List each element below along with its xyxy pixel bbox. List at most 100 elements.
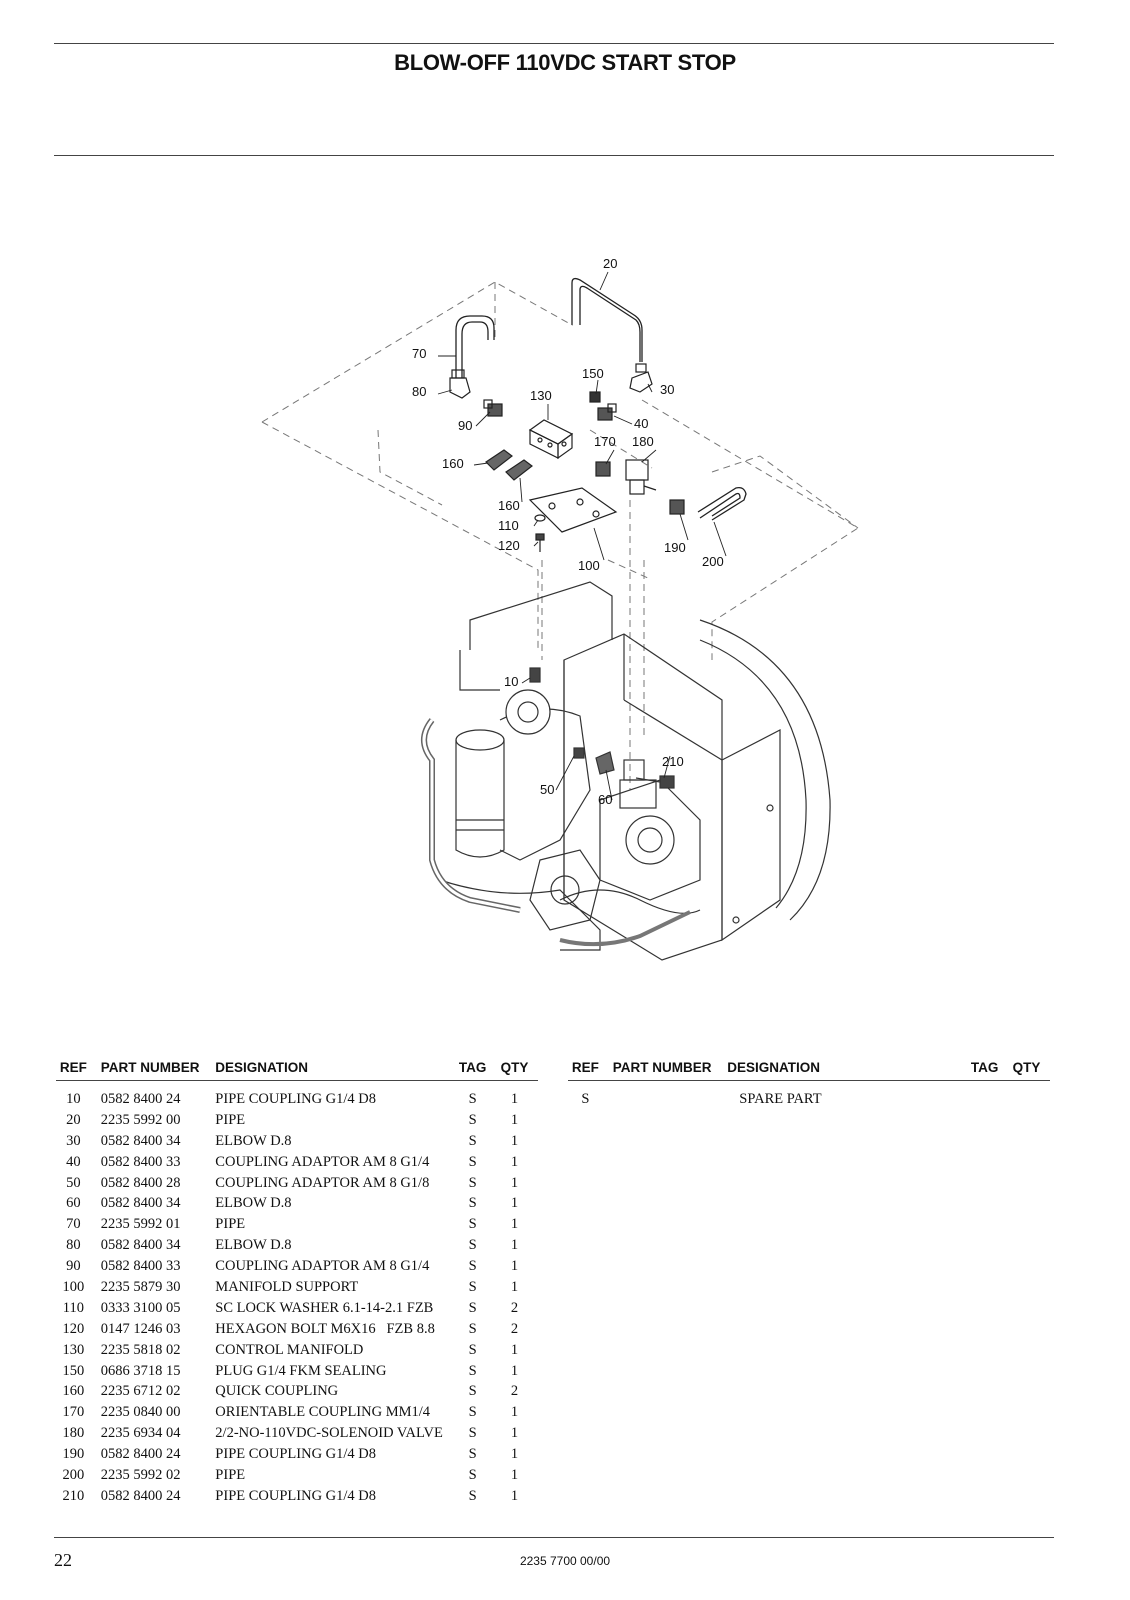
parts-table-header-row: REF PART NUMBER DESIGNATION TAG QTY [56, 1060, 538, 1081]
cell-tag: S [468, 1299, 477, 1316]
cell-qty: 1 [510, 1174, 519, 1191]
cell-designation: ELBOW D.8 [215, 1132, 292, 1149]
quick-coupling-160-drawing [485, 449, 533, 481]
cell-part-number: 0582 8400 28 [100, 1174, 181, 1191]
cell-part-number: 0582 8400 33 [100, 1258, 181, 1275]
parts-table-right: REF PART NUMBER DESIGNATION TAG QTY S SP… [568, 1060, 1050, 1110]
cell-part-number: 0582 8400 34 [100, 1195, 181, 1212]
cell-qty: 1 [510, 1153, 519, 1170]
cell-designation: HEXAGON BOLT M6X16 FZB 8.8 [215, 1320, 435, 1337]
col-header-ref: REF [568, 1060, 603, 1081]
cell-tag: S [468, 1320, 477, 1337]
callout-label: 10 [504, 674, 518, 689]
cell-designation: CONTROL MANIFOLD [215, 1341, 364, 1358]
cell-part-number: 0582 8400 24 [100, 1090, 181, 1107]
cell-ref: 60 [66, 1195, 81, 1212]
callout-label: 50 [540, 782, 554, 797]
cell-designation: PIPE COUPLING G1/4 D8 [215, 1487, 377, 1504]
cell-designation: COUPLING ADAPTOR AM 8 G1/4 [215, 1258, 430, 1275]
dashed-assembly-outline [261, 281, 859, 790]
cell-designation: PLUG G1/4 FKM SEALING [215, 1362, 387, 1379]
cell-designation: PIPE COUPLING G1/4 D8 [215, 1446, 377, 1463]
cell-ref: 10 [66, 1090, 81, 1107]
cell-qty: 2 [510, 1320, 519, 1337]
pipe-coupling-190-drawing [669, 499, 685, 515]
control-manifold-130-drawing [528, 419, 574, 460]
table-row: 70 2235 5992 01 PIPE S 1 [56, 1214, 538, 1235]
pipe-20-drawing [571, 277, 643, 362]
cell-part-number: 2235 5992 01 [100, 1216, 181, 1233]
cell-tag: S [468, 1195, 477, 1212]
cell-ref: 120 [62, 1320, 85, 1337]
page-title: BLOW-OFF 110VDC START STOP [394, 50, 736, 75]
cell-tag: S [468, 1111, 477, 1128]
cell-tag: S [468, 1216, 477, 1233]
cell-designation: SC LOCK WASHER 6.1-14-2.1 FZB [215, 1299, 434, 1316]
top-rule [54, 43, 1054, 44]
cell-ref: 90 [66, 1258, 81, 1275]
cell-designation: PIPE [215, 1111, 246, 1128]
cell-part-number: 0686 3718 15 [100, 1362, 181, 1379]
col-header-designation: DESIGNATION [215, 1060, 455, 1081]
cell-ref: 70 [66, 1216, 81, 1233]
cell-qty [1003, 1081, 1050, 1110]
cell-tag: S [468, 1362, 477, 1379]
plug-150-drawing [589, 391, 601, 403]
document-number: 2235 7700 00/00 [519, 1554, 611, 1568]
cell-tag: S [468, 1341, 477, 1358]
cell-designation: PIPE COUPLING G1/4 D8 [215, 1090, 377, 1107]
cell-ref: 50 [66, 1174, 81, 1191]
orientable-coupling-170-drawing [595, 461, 611, 477]
callout-labels: 20 70 80 150 30 130 90 40 170 180 160 16… [412, 256, 724, 807]
cell-tag [966, 1081, 1003, 1110]
cell-tag: S [468, 1404, 477, 1421]
fitting-40-drawing [597, 403, 617, 421]
callout-label: 180 [632, 434, 654, 449]
cell-qty: 1 [510, 1237, 519, 1254]
table-row: 90 0582 8400 33 COUPLING ADAPTOR AM 8 G1/4… [56, 1256, 538, 1277]
cell-part-number [603, 1081, 728, 1110]
cell-part-number: 2235 5879 30 [100, 1278, 181, 1295]
callout-label: 100 [578, 558, 600, 573]
callout-label: 20 [603, 256, 617, 271]
cell-ref: 20 [66, 1111, 81, 1128]
cell-designation: PIPE [215, 1216, 246, 1233]
cell-tag: S [468, 1237, 477, 1254]
lock-washer-110-drawing [534, 514, 546, 522]
callout-label: 170 [594, 434, 616, 449]
cell-part-number: 0582 8400 34 [100, 1237, 181, 1254]
cell-ref: 40 [66, 1153, 81, 1170]
col-header-tag: TAG [966, 1060, 1003, 1081]
cell-tag: S [468, 1258, 477, 1275]
fitting-90-drawing [483, 399, 503, 417]
cell-ref: S [581, 1090, 590, 1107]
cell-part-number: 0582 8400 24 [100, 1446, 181, 1463]
page-number: 22 [54, 1550, 72, 1570]
cell-ref: 100 [62, 1278, 85, 1295]
cell-qty: 2 [510, 1299, 519, 1316]
cell-part-number: 2235 6712 02 [100, 1383, 181, 1400]
cell-qty: 1 [510, 1216, 519, 1233]
manifold-support-100-drawing [528, 487, 618, 533]
callout-label: 60 [598, 792, 612, 807]
cell-part-number: 0582 8400 24 [100, 1487, 181, 1504]
callout-label: 80 [412, 384, 426, 399]
footer-rule [54, 1537, 1054, 1538]
callout-label: 70 [412, 346, 426, 361]
cell-ref: 190 [62, 1446, 85, 1463]
cell-designation: ELBOW D.8 [215, 1237, 292, 1254]
cell-qty: 2 [510, 1383, 519, 1400]
cell-qty: 1 [510, 1404, 519, 1421]
cell-designation: ELBOW D.8 [215, 1195, 292, 1212]
callout-label: 160 [498, 498, 520, 513]
callout-label: 200 [702, 554, 724, 569]
col-header-qty: QTY [491, 1060, 538, 1081]
